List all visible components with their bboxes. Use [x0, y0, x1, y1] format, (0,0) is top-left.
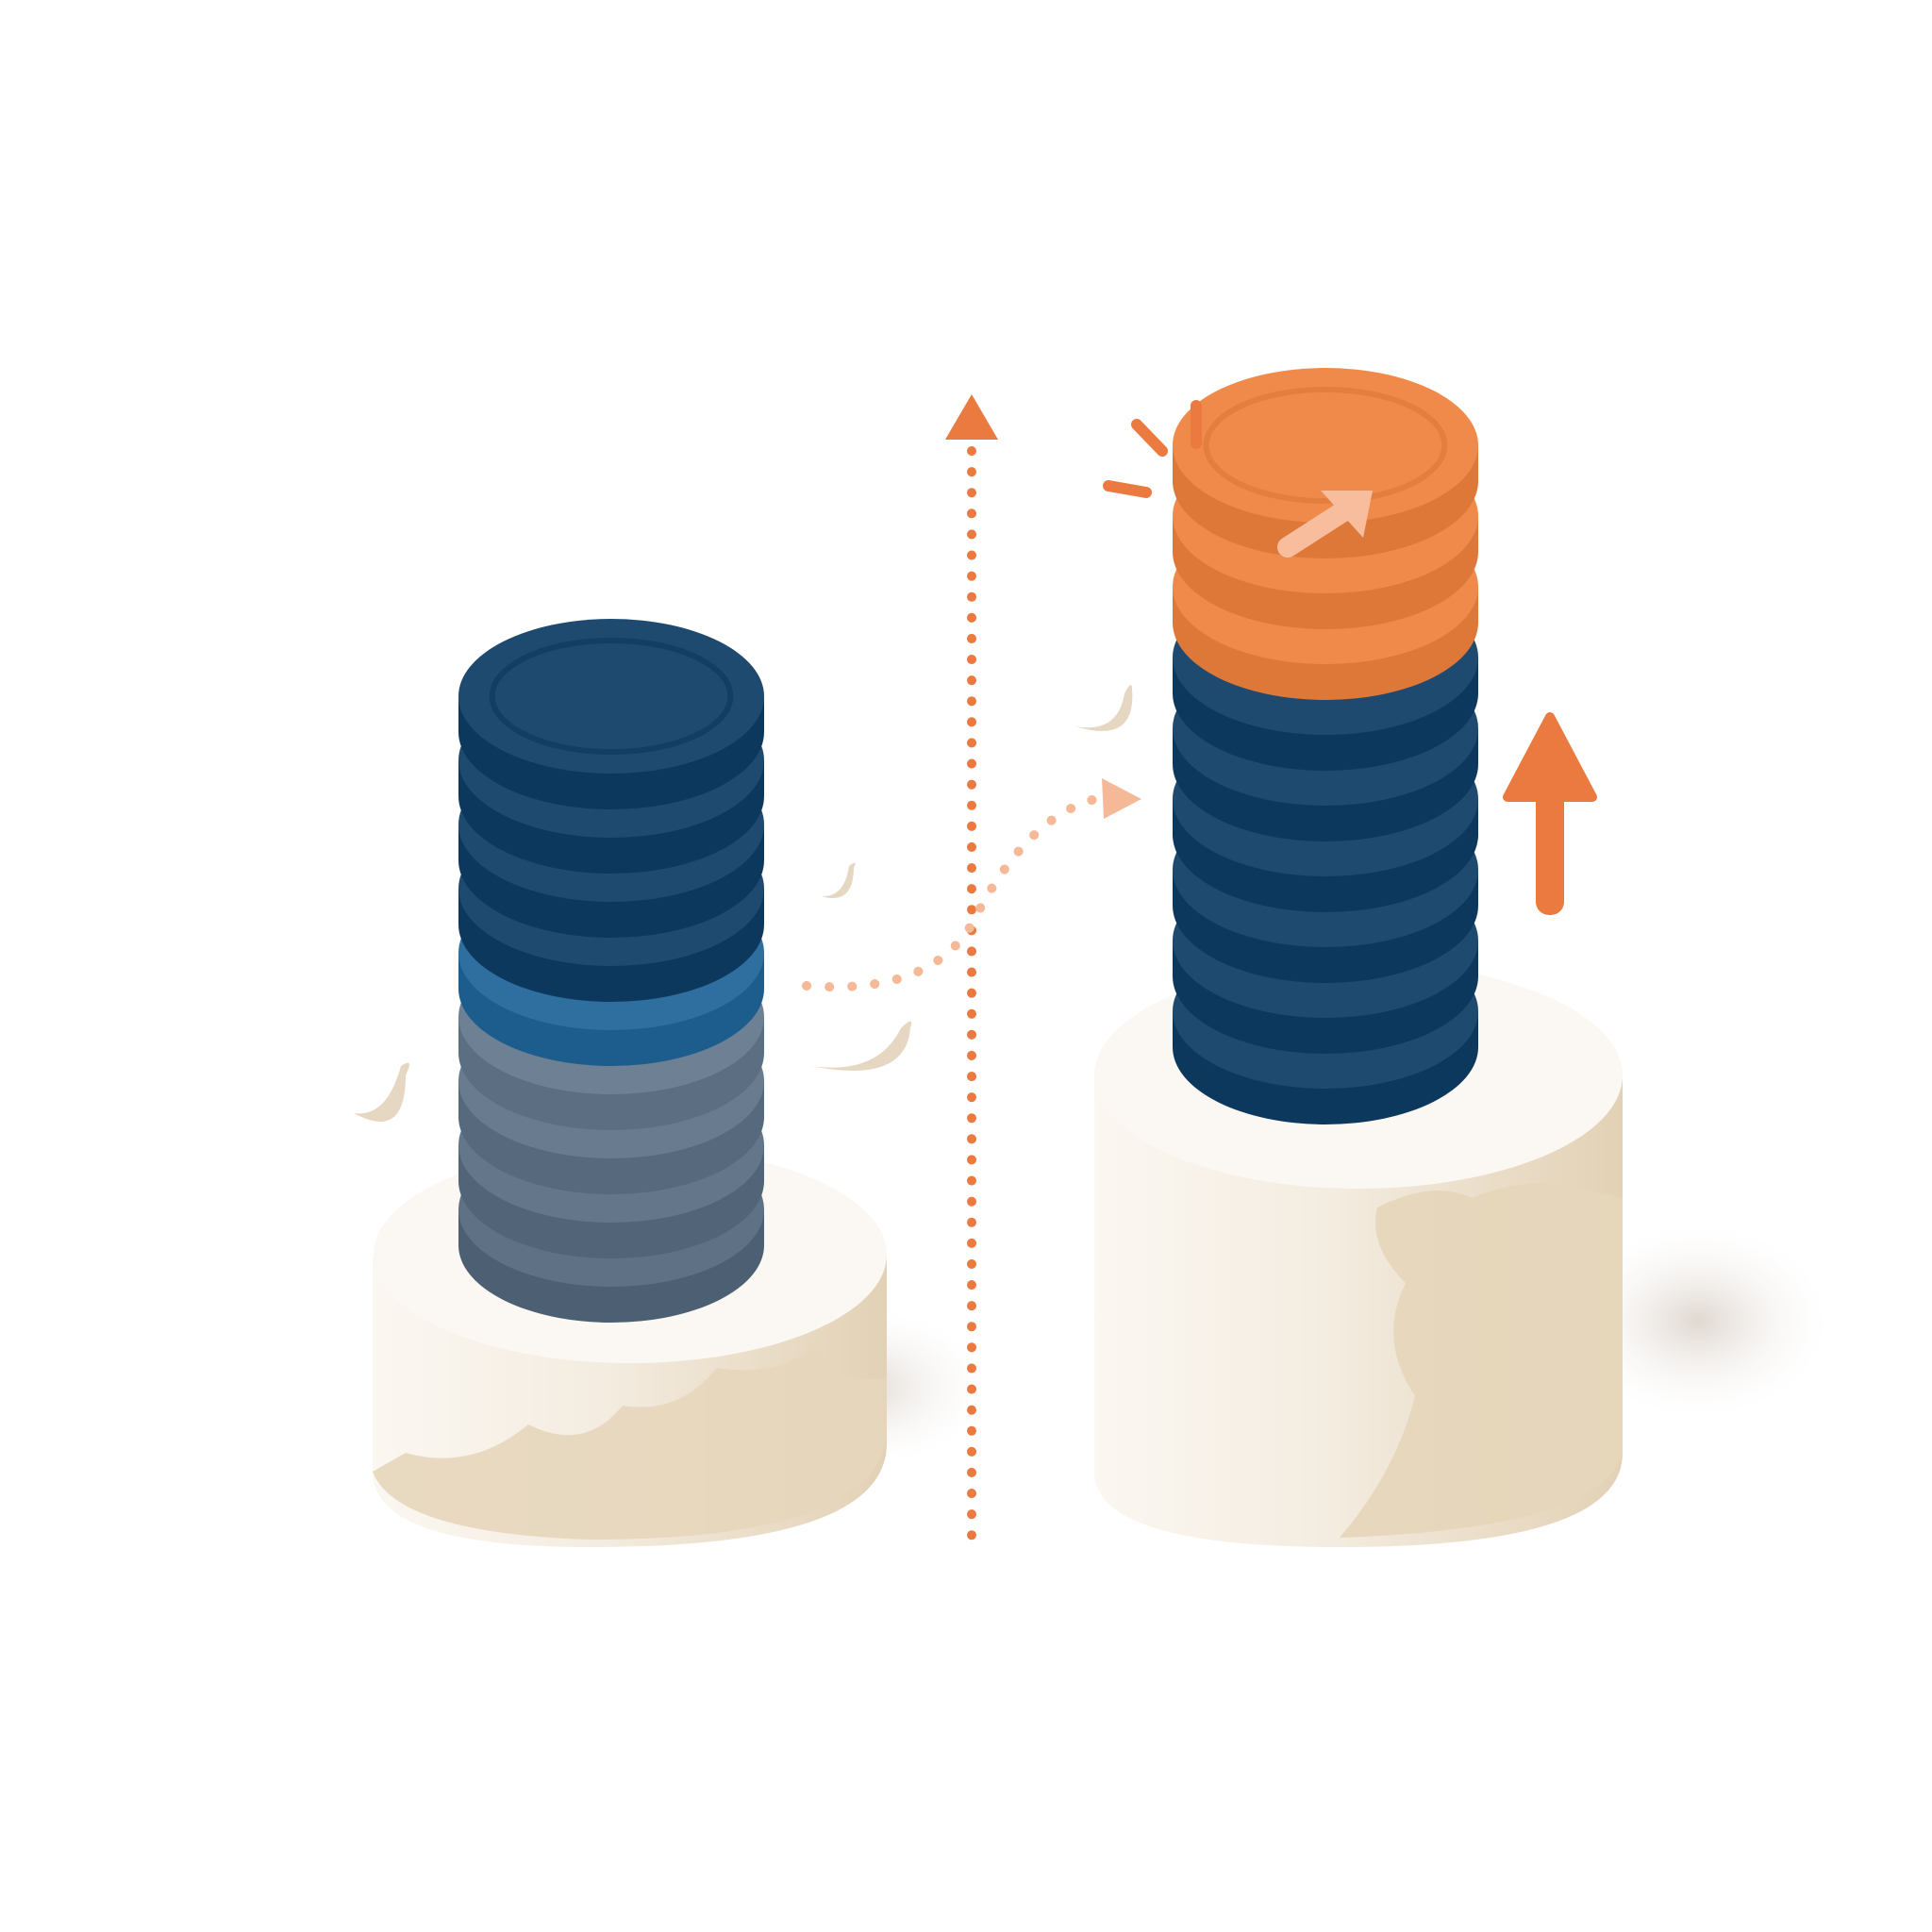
sparkle-lines-icon: [1103, 400, 1202, 498]
left-coin-stack: [458, 619, 764, 1323]
dotted-vertical-arrow-icon: [945, 394, 998, 1552]
diagonal-arrow-icon: [1277, 491, 1373, 558]
coin: [1173, 368, 1478, 558]
dotted-curved-arrow-icon: [802, 778, 1141, 992]
right-pedestal-shadow: [1557, 1217, 1840, 1424]
motion-swoosh-icon: [354, 685, 1133, 1122]
right-coin-stack: [1173, 368, 1478, 1124]
up-arrow-icon: [1503, 712, 1597, 915]
coin: [458, 619, 764, 809]
